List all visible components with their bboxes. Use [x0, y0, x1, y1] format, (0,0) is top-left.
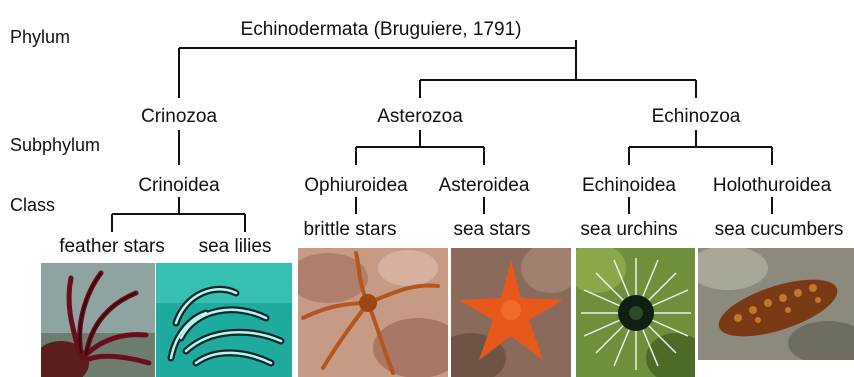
common-name-sea-cucumbers: sea cucumbers [715, 219, 844, 241]
sea-cucumber-photo [698, 248, 854, 360]
subphylum-asterozoa: Asterozoa [377, 106, 463, 128]
common-name-sea-stars: sea stars [453, 219, 530, 241]
sea-urchin-photo [576, 248, 695, 377]
class-ophiuroidea: Ophiuroidea [304, 175, 408, 197]
class-holothuroidea: Holothuroidea [713, 175, 831, 197]
class-echinoidea: Echinoidea [582, 175, 676, 197]
sea-lily-photo [156, 263, 292, 377]
sea-star-photo [451, 248, 571, 377]
class-crinoidea: Crinoidea [138, 175, 219, 197]
feather-star-photo [41, 263, 155, 377]
common-name-feather-stars: feather stars [59, 236, 165, 258]
phylum-label: Echinodermata (Bruguiere, 1791) [241, 19, 522, 41]
brittle-star-photo [298, 248, 448, 377]
common-name-brittle-stars: brittle stars [304, 219, 397, 241]
class-asteroidea: Asteroidea [439, 175, 530, 197]
common-name-sea-urchins: sea urchins [580, 219, 677, 241]
common-name-sea-lilies: sea lilies [199, 236, 272, 258]
subphylum-crinozoa: Crinozoa [141, 106, 217, 128]
subphylum-echinozoa: Echinozoa [652, 106, 741, 128]
